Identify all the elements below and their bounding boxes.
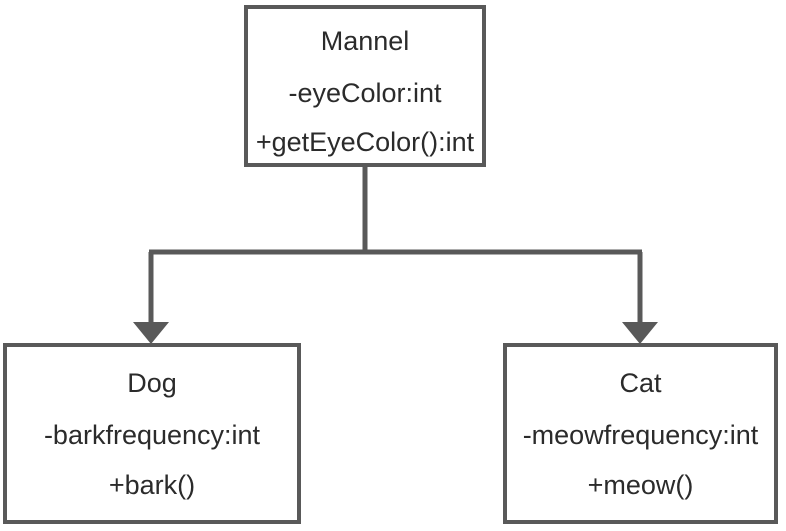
class-method-dog: +bark() bbox=[108, 470, 196, 500]
arrowhead-cat-icon bbox=[622, 322, 658, 344]
class-method-mannel: +getEyeColor():int bbox=[255, 127, 475, 157]
class-name-mannel: Mannel bbox=[320, 26, 410, 56]
class-name-dog: Dog bbox=[127, 368, 177, 398]
class-name-cat: Cat bbox=[619, 368, 662, 398]
class-box-cat[interactable]: Cat -meowfrequency:int +meow() bbox=[503, 343, 778, 524]
arrowhead-dog-icon bbox=[133, 322, 169, 344]
class-attribute-cat: -meowfrequency:int bbox=[522, 420, 759, 450]
class-method-cat: +meow() bbox=[587, 470, 694, 500]
class-attribute-mannel: -eyeColor:int bbox=[288, 78, 442, 108]
class-attribute-dog: -barkfrequency:int bbox=[43, 420, 261, 450]
class-box-dog[interactable]: Dog -barkfrequency:int +bark() bbox=[3, 343, 301, 524]
class-box-mannel[interactable]: Mannel -eyeColor:int +getEyeColor():int bbox=[244, 5, 486, 167]
